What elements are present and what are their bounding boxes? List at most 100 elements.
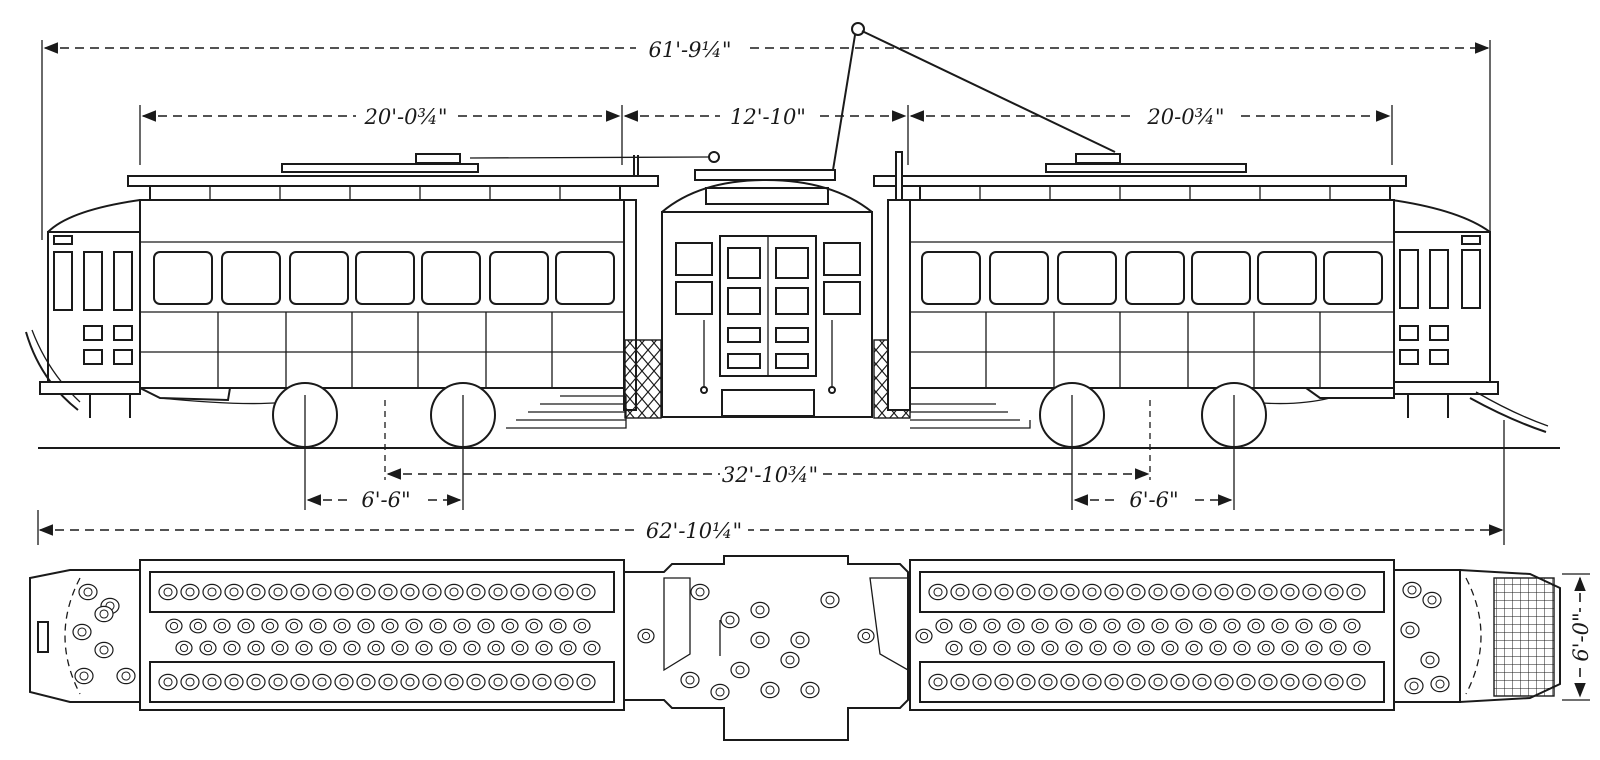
passenger-head: [427, 677, 437, 687]
right-truck: [1039, 382, 1267, 510]
passenger-head: [481, 621, 491, 631]
left-bellows: [624, 339, 662, 419]
passenger-head: [1011, 621, 1021, 631]
passenger-figure: [1271, 618, 1289, 634]
passenger-figure: [554, 673, 574, 691]
passenger-figure: [994, 673, 1014, 691]
passenger-head: [185, 677, 195, 687]
passenger-figures: [72, 581, 1450, 701]
passenger-figure: [246, 583, 266, 601]
passenger-figure: [158, 673, 178, 691]
passenger-figure: [165, 618, 183, 634]
passenger-figure: [1126, 583, 1146, 601]
passenger-head: [587, 643, 597, 653]
passenger-head: [755, 605, 765, 615]
passenger-figure: [1280, 583, 1300, 601]
passenger-figure: [1185, 640, 1203, 656]
passenger-figure: [915, 628, 933, 644]
dim-left-section-label: 20'-0¾": [364, 105, 448, 129]
passenger-figure: [750, 631, 770, 649]
passenger-figure: [935, 618, 953, 634]
passenger-figure: [405, 618, 423, 634]
passenger-head: [577, 621, 587, 631]
passenger-figure: [180, 583, 200, 601]
passenger-figure: [439, 640, 457, 656]
passenger-head: [1409, 681, 1419, 691]
dim-width-label: 6'-0": [1569, 612, 1593, 661]
passenger-figure: [158, 583, 178, 601]
passenger-figure: [690, 583, 710, 601]
passenger-head: [1035, 621, 1045, 631]
passenger-figure: [950, 673, 970, 691]
passenger-head: [1435, 679, 1445, 689]
passenger-head: [1153, 677, 1163, 687]
passenger-figure: [422, 583, 442, 601]
passenger-figure: [1192, 673, 1212, 691]
passenger-figure: [1346, 583, 1366, 601]
passenger-figure: [1402, 581, 1422, 599]
passenger-head: [1241, 587, 1251, 597]
passenger-figure: [1233, 640, 1251, 656]
passenger-head: [1141, 643, 1151, 653]
passenger-figure: [246, 673, 266, 691]
passenger-head: [337, 621, 347, 631]
passenger-figure: [1209, 640, 1227, 656]
passenger-head: [955, 677, 965, 687]
passenger-head: [1197, 677, 1207, 687]
passenger-head: [1175, 587, 1185, 597]
dim-truck-centers: 32'-10¾": [386, 458, 1150, 487]
passenger-head: [933, 677, 943, 687]
passenger-head: [347, 643, 357, 653]
passenger-figure: [1295, 618, 1313, 634]
passenger-head: [471, 677, 481, 687]
passenger-head: [361, 621, 371, 631]
passenger-head: [1069, 643, 1079, 653]
passenger-figure: [1082, 673, 1102, 691]
passenger-figure: [800, 681, 820, 699]
passenger-head: [1155, 621, 1165, 631]
passenger-figure: [972, 583, 992, 601]
passenger-figure: [1420, 651, 1440, 669]
passenger-head: [1107, 621, 1117, 631]
passenger-figure: [994, 583, 1014, 601]
passenger-head: [933, 587, 943, 597]
passenger-head: [1407, 585, 1417, 595]
passenger-figure: [1038, 673, 1058, 691]
passenger-head: [1261, 643, 1271, 653]
passenger-figure: [378, 673, 398, 691]
passenger-figure: [576, 673, 596, 691]
passenger-figure: [290, 583, 310, 601]
passenger-head: [515, 643, 525, 653]
passenger-figure: [72, 623, 92, 641]
passenger-figure: [378, 583, 398, 601]
passenger-head: [121, 671, 131, 681]
passenger-head: [99, 645, 109, 655]
passenger-head: [385, 621, 395, 631]
passenger-figure: [453, 618, 471, 634]
passenger-figure: [94, 641, 114, 659]
passenger-figure: [1329, 640, 1347, 656]
passenger-figure: [532, 673, 552, 691]
passenger-figure: [1103, 618, 1121, 634]
passenger-figure: [1151, 618, 1169, 634]
passenger-head: [1175, 677, 1185, 687]
passenger-head: [1285, 677, 1295, 687]
passenger-head: [537, 677, 547, 687]
passenger-figure: [1007, 618, 1025, 634]
passenger-head: [419, 643, 429, 653]
passenger-figure: [1170, 673, 1190, 691]
passenger-figure: [199, 640, 217, 656]
passenger-head: [515, 677, 525, 687]
passenger-figure: [1324, 673, 1344, 691]
passenger-head: [1059, 621, 1069, 631]
passenger-figure: [559, 640, 577, 656]
passenger-figure: [488, 673, 508, 691]
passenger-head: [1109, 587, 1119, 597]
passenger-figure: [1346, 673, 1366, 691]
passenger-head: [1045, 643, 1055, 653]
passenger-head: [581, 677, 591, 687]
passenger-figure: [950, 583, 970, 601]
passenger-head: [251, 677, 261, 687]
passenger-figure: [993, 640, 1011, 656]
